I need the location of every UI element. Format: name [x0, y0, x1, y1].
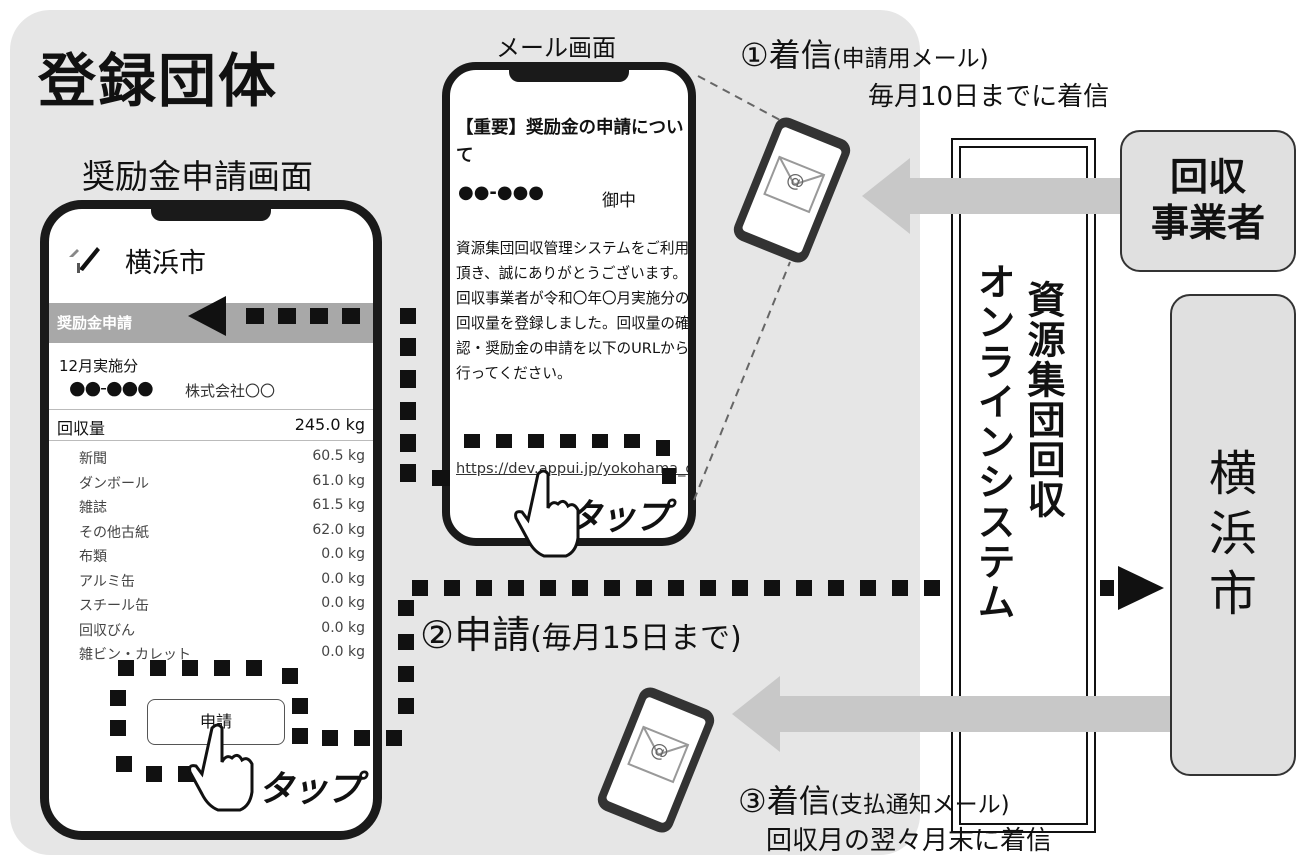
step1-sub: (申請用メール)	[832, 46, 989, 72]
item-value: 0.0 kg	[321, 546, 365, 562]
phone-notch	[151, 209, 271, 221]
system-name-line1: 資源集団回収	[1021, 280, 1065, 520]
item-name: ダンボール	[79, 475, 149, 492]
step1-main: ①着信	[740, 36, 833, 74]
item-value: 61.0 kg	[312, 472, 365, 489]
callout-line-top	[697, 75, 781, 121]
item-value: 60.5 kg	[312, 448, 365, 464]
city-name: 横浜市	[125, 248, 206, 279]
mail-url-link[interactable]: https://dev.appui.jp/yokohama_dev/html/i…	[456, 460, 695, 477]
app-header: 横浜市	[49, 229, 373, 289]
total-value: 245.0 kg	[294, 415, 365, 434]
step2-sub: (毎月15日まで)	[530, 621, 742, 656]
list-item: ダンボール 61.0 kg	[49, 470, 373, 495]
list-item: アルミ缶 0.0 kg	[49, 568, 373, 593]
collector-line2: 事業者	[1150, 201, 1265, 245]
hand-pointer-icon	[188, 723, 254, 812]
step2-main: ②申請	[420, 613, 531, 657]
mail-recipient: ●●-●●●	[458, 182, 545, 203]
city-logo-icon	[69, 247, 100, 273]
item-name: 布類	[79, 549, 107, 565]
item-value: 0.0 kg	[321, 619, 365, 636]
app-screen-caption: 奨励金申請画面	[82, 157, 313, 196]
online-system-inner-frame	[959, 146, 1088, 825]
list-item: 新聞 60.5 kg	[49, 445, 373, 470]
total-row: 回収量 245.0 kg	[49, 409, 373, 441]
item-value: 0.0 kg	[321, 644, 365, 660]
mail-screen-caption: メール画面	[496, 34, 616, 62]
incoming-phone-3: @	[597, 687, 715, 833]
mail-subject: 【重要】奨励金の申請について	[456, 118, 684, 166]
list-item: その他古紙 62.0 kg	[49, 519, 373, 544]
callout-line-bottom	[693, 261, 791, 501]
tap-label-mail: タップ	[566, 497, 670, 538]
list-item: 回収びん 0.0 kg	[49, 617, 373, 642]
app-bar-label: 奨励金申請	[57, 314, 133, 332]
company-name: 株式会社〇〇	[185, 382, 276, 400]
period-label: 12月実施分	[59, 357, 139, 375]
list-item: スチール缶 0.0 kg	[49, 592, 373, 617]
arrow-collector-to-phone	[862, 158, 1120, 234]
item-name: 回収びん	[79, 622, 135, 639]
item-value: 61.5 kg	[312, 497, 365, 513]
step2-apply: ②申請(毎月15日まで)	[420, 604, 742, 659]
total-label: 回収量	[57, 419, 106, 438]
step3-incoming: ③着信(支払通知メール)	[738, 776, 1010, 822]
collector-label: 回収 事業者	[1122, 154, 1294, 246]
group-id: ●●-●●●	[69, 377, 154, 399]
city-char-1: 横	[1208, 446, 1257, 502]
list-item: 雑誌 61.5 kg	[49, 494, 373, 519]
item-name: 新聞	[79, 451, 107, 467]
system-name-line2: オンラインシステム	[971, 262, 1015, 622]
step3-sub: (支払通知メール)	[830, 792, 1010, 818]
hand-pointer-icon	[514, 469, 580, 558]
step3-note: 回収月の翌々月末に着信	[766, 826, 1053, 856]
arrow-city-to-phone3	[732, 676, 1170, 752]
step1-incoming: ①着信(申請用メール)	[740, 30, 989, 76]
panel-title: 登録団体	[38, 47, 279, 115]
flow-mail-to-app	[188, 296, 676, 486]
item-value: 62.0 kg	[312, 521, 365, 538]
step3-main: ③着信	[738, 782, 831, 820]
mail-honorific: 御中	[602, 191, 636, 211]
item-name: 雑誌	[79, 500, 107, 516]
tap-label-apply: タップ	[258, 769, 362, 810]
item-name: スチール缶	[79, 598, 149, 614]
incoming-phone-1: @	[733, 117, 851, 263]
apply-button[interactable]: 申請	[147, 699, 285, 745]
phone-notch	[509, 70, 629, 82]
item-value: 0.0 kg	[321, 570, 365, 587]
item-value: 0.0 kg	[321, 595, 365, 611]
mail-body: 資源集団回収管理システムをご利用頂き、誠にありがとうございます。回収事業者が令和…	[456, 240, 690, 382]
list-item: 雑ビン・カレット 0.0 kg	[49, 641, 373, 666]
city-char-3: 市	[1208, 566, 1257, 622]
flow-apply-to-city	[110, 566, 1164, 782]
item-name: アルミ缶	[79, 573, 135, 590]
city-char-2: 浜	[1208, 506, 1257, 562]
collector-line1: 回収	[1169, 155, 1246, 199]
item-name: その他古紙	[79, 524, 149, 541]
collector-box: 回収 事業者	[1120, 130, 1296, 272]
item-list: 新聞 60.5 kg ダンボール 61.0 kg 雑誌 61.5 kg その他古紙 62…	[49, 445, 373, 666]
item-name: 雑ビン・カレット	[79, 647, 191, 663]
city-box-label: 横 浜 市	[1172, 444, 1294, 624]
step1-note: 毎月10日までに着信	[868, 82, 1110, 112]
city-box: 横 浜 市	[1170, 294, 1296, 776]
list-item: 布類 0.0 kg	[49, 543, 373, 568]
